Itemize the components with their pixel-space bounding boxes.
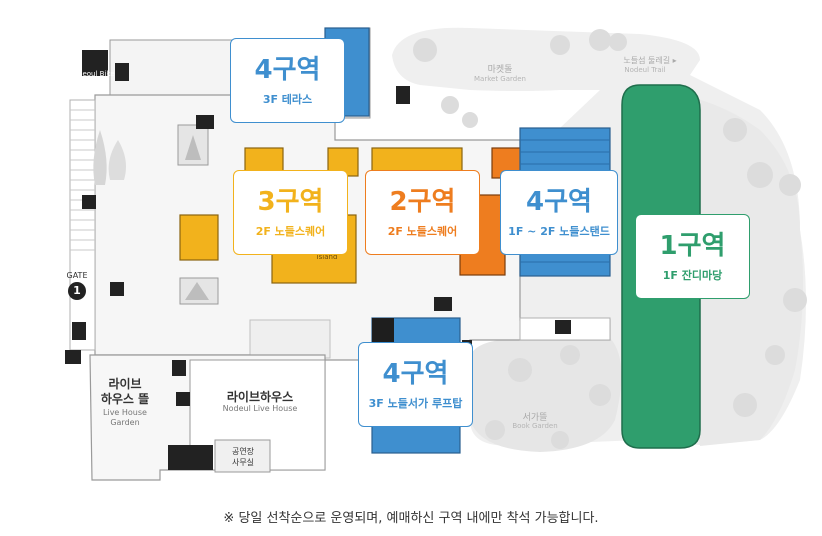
office-label-1: 공연장 bbox=[231, 447, 255, 456]
livehouse-label-ko: 라이브하우스 bbox=[226, 390, 294, 404]
zone-title: 4구역 bbox=[254, 54, 321, 85]
book-garden-label-ko: 서가뜰 bbox=[522, 413, 548, 423]
trail-label-ko: 노들섬 둘레길 ▸ bbox=[623, 56, 677, 65]
gate-label: GATE bbox=[66, 271, 88, 280]
gate-marker-icon bbox=[68, 282, 86, 300]
no-entry-icon bbox=[65, 350, 81, 364]
trail-label-en: Nodeul Trail bbox=[624, 66, 666, 74]
zone-card-lawn[interactable]: 1구역 1F 잔디마당 bbox=[635, 214, 750, 299]
market-label-en: Market Garden bbox=[474, 75, 526, 83]
zone-title: 3구역 bbox=[257, 186, 324, 217]
zone-subtitle: 1F 잔디마당 bbox=[662, 268, 723, 282]
live-house-building bbox=[89, 354, 326, 481]
restroom-icon bbox=[396, 86, 410, 104]
zone-card-2[interactable]: 2구역 2F 노들스퀘어 bbox=[365, 170, 480, 255]
bike-icon bbox=[82, 50, 108, 76]
livehouse-garden-label-en-2: Garden bbox=[110, 418, 140, 427]
restroom-icon bbox=[72, 322, 86, 340]
footnote: ※ 당일 선착순으로 운영되며, 예매하신 구역 내에만 착석 가능합니다. bbox=[223, 511, 599, 526]
zone-card-terrace[interactable]: 4구역 3F 테라스 bbox=[230, 38, 345, 123]
zone-title: 2구역 bbox=[389, 186, 456, 217]
no-smoking-icon bbox=[196, 115, 214, 129]
seoul-bike-label: Seoul Bike bbox=[78, 70, 115, 78]
livehouse-garden-label-en-1: Live House bbox=[103, 408, 147, 417]
zone-title: 1구역 bbox=[659, 230, 726, 261]
restroom-icon bbox=[115, 63, 129, 81]
zone-title: 4구역 bbox=[526, 186, 592, 217]
facility-icons bbox=[65, 50, 571, 406]
livehouse-garden-label-ko-2: 하우스 뜰 bbox=[100, 392, 150, 406]
restroom-icon bbox=[172, 360, 186, 376]
livehouse-garden-label-ko-1: 라이브 bbox=[108, 377, 142, 391]
zone-subtitle: 2F 노들스퀘어 bbox=[387, 224, 458, 238]
zone-subtitle: 2F 노들스퀘어 bbox=[255, 224, 326, 238]
island-label: Island bbox=[316, 253, 338, 261]
office-label-2: 사무실 bbox=[231, 458, 255, 467]
zone-card-rooftop[interactable]: 4구역 3F 노들서가 루프탑 bbox=[358, 342, 473, 427]
zone-subtitle: 1F ~ 2F 노들스탠드 bbox=[508, 224, 610, 238]
zone-title: 4구역 bbox=[382, 358, 449, 389]
tree-icon bbox=[413, 29, 807, 449]
zone-card-stand[interactable]: 4구역 1F ~ 2F 노들스탠드 bbox=[500, 170, 618, 255]
no-entry-icon bbox=[434, 297, 452, 311]
book-garden-label-en: Book Garden bbox=[512, 422, 558, 430]
zone-subtitle: 3F 노들서가 루프탑 bbox=[368, 396, 463, 410]
no-entry-icon bbox=[82, 195, 96, 209]
market-label-ko: 마켓돌 bbox=[487, 65, 513, 75]
zone-subtitle: 3F 테라스 bbox=[262, 92, 313, 106]
no-entry-icon bbox=[110, 282, 124, 296]
livehouse-label-en: Nodeul Live House bbox=[222, 404, 298, 413]
no-entry-icon bbox=[176, 392, 190, 406]
gate-number: 1 bbox=[73, 284, 81, 297]
zone-card-3[interactable]: 3구역 2F 노들스퀘어 bbox=[233, 170, 348, 255]
no-entry-icon bbox=[555, 320, 571, 334]
